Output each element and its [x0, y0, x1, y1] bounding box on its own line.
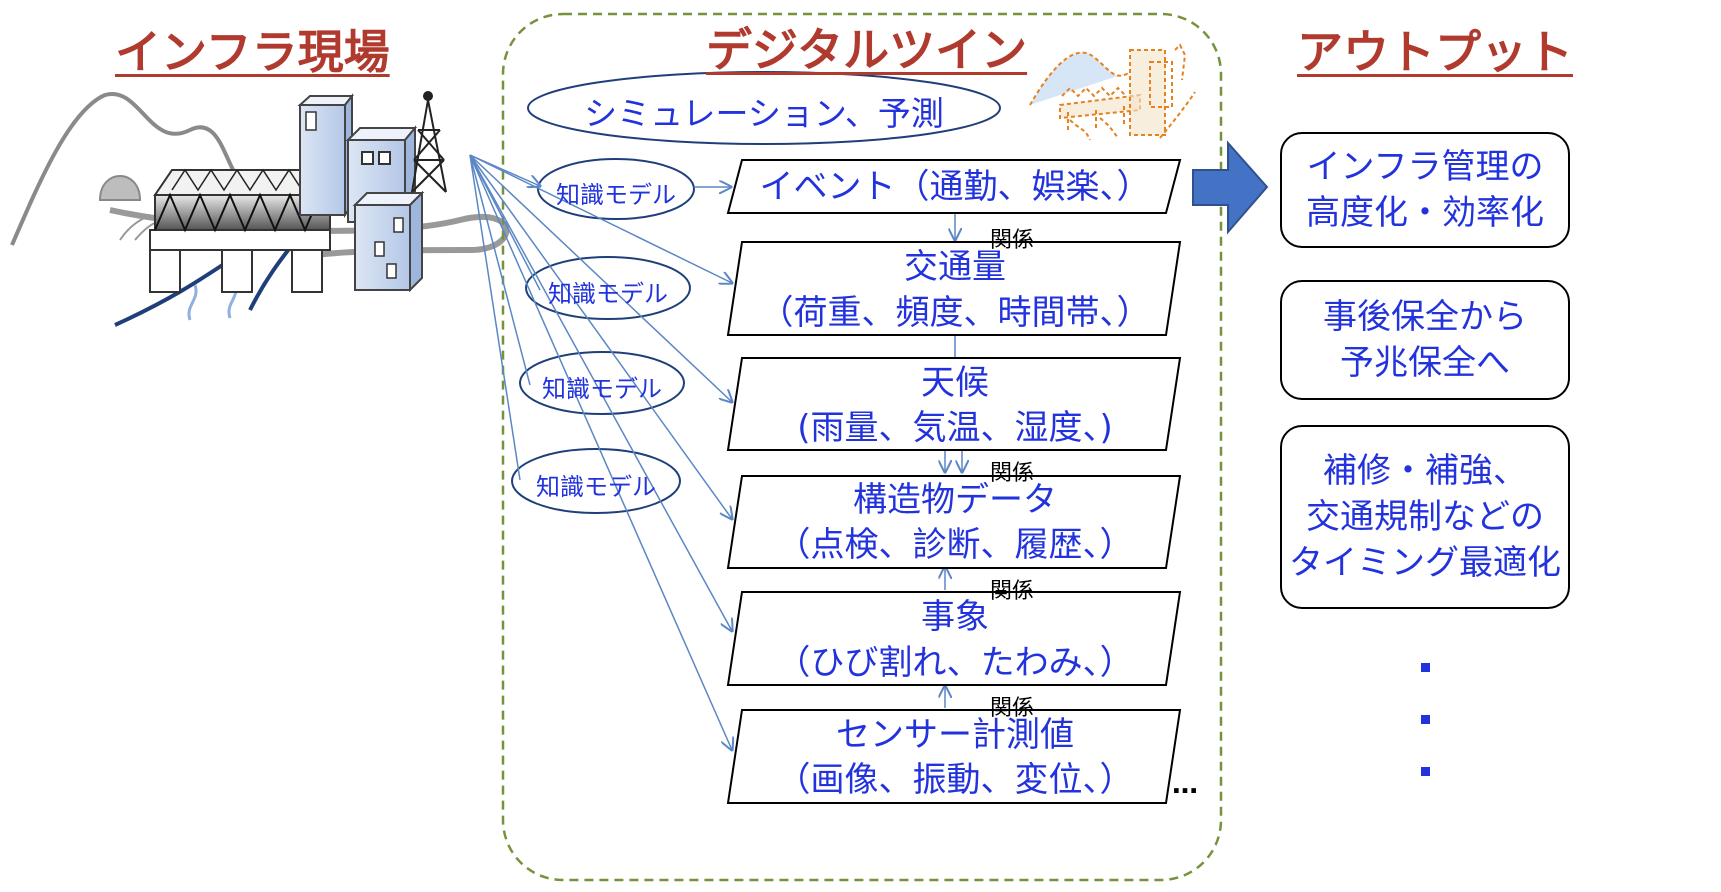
knowledge-model-ellipse	[519, 351, 685, 415]
relation-label: 関係	[990, 461, 1035, 486]
knowledge-model-label: 知識モデル	[542, 375, 662, 403]
layer-traffic-detail: （荷重、頻度、時間帯、）	[759, 293, 1151, 333]
digital-twin-sketch-icon	[1029, 43, 1196, 141]
layer-sensor-detail: （画像、振動、変位、）	[776, 760, 1134, 800]
relation-label: 関係	[990, 228, 1035, 253]
layer-weather-shape	[726, 357, 1182, 451]
output-box-efficiency: インフラ管理の 高度化・効率化	[1280, 132, 1570, 248]
output-line: 事後保全から	[1323, 297, 1527, 337]
layer-weather-detail: (雨量、気温、湿度、)	[797, 408, 1113, 448]
relation-links	[945, 212, 962, 708]
layer-event-title: イベント（通勤、娯楽、）	[759, 167, 1151, 207]
heading-digital-twin: デジタルツイン	[706, 23, 1028, 77]
layer-phenomenon-detail: （ひび割れ、たわみ、）	[776, 643, 1134, 683]
knowledge-model-ellipse	[511, 448, 681, 514]
layer-phenomenon-shape	[726, 591, 1182, 686]
knowledge-model-label: 知識モデル	[536, 473, 656, 501]
building-icon	[297, 93, 355, 219]
layer-traffic-shape	[726, 241, 1182, 336]
mountain-outline	[10, 91, 242, 246]
infrastructure-illustration	[10, 91, 510, 327]
simulation-ellipse	[527, 71, 1001, 145]
continuation-dot	[1421, 663, 1430, 672]
river	[114, 258, 232, 327]
layer-sensor-title: センサー計測値	[836, 715, 1074, 755]
layer-shapes	[726, 159, 1182, 804]
bridge-icon	[149, 168, 333, 293]
heading-infrastructure-site: インフラ現場	[115, 25, 390, 79]
relation-label: 関係	[990, 696, 1035, 721]
output-line: インフラ管理の	[1306, 147, 1544, 187]
digital-twin-container	[501, 12, 1223, 882]
layer-traffic-title: 交通量	[904, 247, 1006, 287]
output-line: 補修・補強、	[1323, 451, 1527, 491]
output-line: 交通規制などの	[1306, 497, 1544, 537]
knowledge-model-ellipse	[525, 256, 691, 320]
output-box-timing-optimization: 補修・補強、 交通規制などの タイミング最適化	[1280, 425, 1570, 609]
output-arrow	[1192, 140, 1269, 235]
building-icon	[352, 190, 425, 293]
layer-phenomenon-title: 事象	[921, 597, 989, 637]
layer-event-shape	[726, 159, 1182, 214]
tunnel-icon	[98, 175, 142, 201]
knowledge-model-label: 知識モデル	[556, 181, 676, 209]
continuation-dot	[1421, 715, 1430, 724]
continuation-dot	[1421, 767, 1430, 776]
connector-lines	[469, 154, 732, 750]
layer-weather-title: 天候	[921, 363, 989, 403]
relation-label: 関係	[990, 579, 1035, 604]
output-line: 高度化・効率化	[1306, 193, 1544, 233]
layer-structure-title: 構造物データ	[853, 480, 1057, 520]
heading-output: アウトプット	[1297, 25, 1573, 79]
layer-structure-shape	[726, 475, 1182, 569]
output-line: タイミング最適化	[1289, 543, 1561, 583]
layer-sensor-shape	[726, 709, 1182, 804]
output-line: 予兆保全へ	[1340, 343, 1510, 383]
more-ellipsis: …	[1172, 770, 1198, 800]
transmission-tower-icon	[411, 91, 447, 193]
simulation-label: シミュレーション、予測	[584, 94, 944, 133]
output-box-predictive-maintenance: 事後保全から 予兆保全へ	[1280, 280, 1570, 400]
layer-structure-detail: （点検、診断、履歴、）	[776, 525, 1134, 565]
knowledge-model-label: 知識モデル	[548, 280, 668, 308]
